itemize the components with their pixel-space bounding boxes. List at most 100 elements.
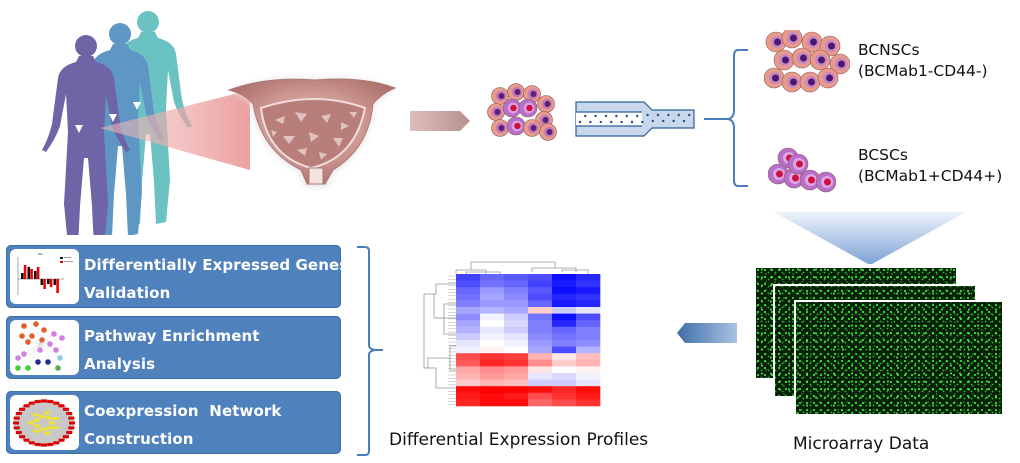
analysis-bracket: [357, 246, 383, 456]
coexpression-network-thumbnail-icon: [13, 399, 75, 447]
pathway-network-thumbnail: [10, 320, 79, 375]
heatmap-cell: [528, 399, 553, 407]
heatmap-cell: [576, 366, 601, 374]
heatmap-cell: [576, 353, 601, 361]
stem-cell: [518, 98, 538, 118]
heatmap-cell: [528, 326, 553, 334]
heatmap-cell: [456, 346, 481, 354]
heatmap-cell: [552, 280, 577, 288]
heatmap-cell: [552, 274, 577, 281]
heatmap-cell: [480, 293, 505, 301]
heatmap-cell: [456, 399, 481, 407]
heatmap-cell: [456, 379, 481, 387]
nonstem-cell: [829, 53, 850, 75]
heatmap-cell: [480, 392, 505, 400]
heatmap-cell: [552, 307, 577, 314]
box-label: Differentially Expressed Genes Validatio…: [84, 251, 348, 307]
heatmap-cell: [480, 359, 505, 367]
box-line2: Analysis: [84, 355, 156, 373]
heatmap-cell: [456, 280, 481, 288]
heatmap-cell: [576, 399, 601, 407]
heatmap-cell: [552, 346, 577, 354]
heatmap: [423, 261, 601, 407]
heatmap-cell: [504, 373, 529, 380]
heatmap-cell: [528, 386, 553, 394]
microarray-stack: [756, 268, 1002, 414]
heatmap-cell: [552, 373, 577, 380]
heatmap-cell: [456, 340, 481, 347]
heatmap-cell: [528, 340, 553, 347]
nonstem-cell: [791, 47, 813, 69]
bar-chart-thumbnail-icon: title: [17, 252, 73, 295]
heatmap-cell: [576, 293, 601, 301]
bcsc-markers: (BCMab1+CD44+): [858, 167, 1003, 185]
heatmap-cell: [552, 379, 577, 387]
heatmap-cell: [552, 386, 577, 394]
heatmap-cell: [456, 274, 481, 281]
analysis-box-deg-validation[interactable]: title Differentially Expressed Genes Val…: [6, 245, 348, 308]
nonstem-cell-cluster-icon: [764, 30, 850, 93]
heatmap-cell: [576, 313, 601, 321]
heatmap-cell: [504, 300, 529, 308]
heatmap-cell: [504, 353, 529, 361]
heatmap-cell: [528, 373, 553, 380]
stem-cell: [506, 116, 526, 136]
stem-cell: [768, 163, 789, 185]
nonstem-cell: [817, 67, 839, 89]
heatmap-cell: [480, 386, 505, 394]
heatmap-cell: [456, 373, 481, 380]
heatmap-cell: [480, 300, 505, 308]
heatmap-cell: [528, 366, 553, 374]
heatmap-cell: [528, 313, 553, 321]
heatmap-cell: [480, 274, 505, 281]
heatmap-cell: [528, 293, 553, 301]
analysis-box-pathway-enrichment[interactable]: Pathway Enrichment Analysis: [6, 316, 341, 379]
nonstem-cell: [809, 49, 831, 71]
heatmap-cell: [576, 379, 601, 387]
coexpression-network-thumbnail: [10, 395, 79, 450]
box-line1: Differentially Expressed Genes: [84, 256, 349, 274]
box-label: Coexpression Network Construction: [84, 397, 281, 453]
heatmap-cell: [552, 313, 577, 321]
heatmap-cell: [576, 300, 601, 308]
svg-text:title: title: [38, 252, 43, 256]
nonstem-cell: [491, 119, 509, 137]
heatmap-cell: [552, 340, 577, 347]
heatmap-cell: [552, 366, 577, 374]
arrow-down-icon: [774, 212, 966, 264]
heatmap-cell: [480, 373, 505, 380]
heatmap-cell: [456, 359, 481, 367]
flow-cytometry-tube-icon: [575, 101, 695, 137]
arrow-right-icon: [410, 111, 470, 131]
heatmap-cell: [528, 287, 553, 295]
heatmap-cell: [528, 353, 553, 361]
heatmap-cell: [552, 287, 577, 295]
heatmap-cell: [576, 320, 601, 328]
heatmap-cell: [504, 386, 529, 394]
stem-cell: [787, 153, 809, 175]
arrow-left-icon: [677, 323, 737, 343]
heatmap-cell: [504, 359, 529, 367]
bcsc-label: BCSCs (BCMab1+CD44+): [858, 145, 1002, 187]
heatmap-cell: [456, 307, 481, 314]
analysis-box-coexpression-network[interactable]: Coexpression Network Construction: [6, 391, 341, 454]
heatmap-cell: [480, 313, 505, 321]
box-line2: Validation: [84, 284, 171, 302]
heatmap-cell: [576, 386, 601, 394]
heatmap-cell: [504, 313, 529, 321]
heatmap-cell: [552, 326, 577, 334]
heatmap-cell: [456, 313, 481, 321]
nonstem-cell: [765, 31, 787, 53]
heatmap-cell: [480, 333, 505, 341]
nonstem-cell: [764, 67, 785, 89]
heatmap-cell: [552, 320, 577, 328]
nonstem-cell: [491, 87, 509, 105]
heatmap-cell: [456, 326, 481, 334]
box-line2: Construction: [84, 430, 194, 448]
heatmap-cell: [456, 386, 481, 394]
heatmap-cell: [504, 392, 529, 400]
heatmap-cell: [552, 300, 577, 308]
heatmap-cell: [480, 399, 505, 407]
nonstem-cell: [523, 85, 541, 103]
heatmap-cell: [552, 359, 577, 367]
